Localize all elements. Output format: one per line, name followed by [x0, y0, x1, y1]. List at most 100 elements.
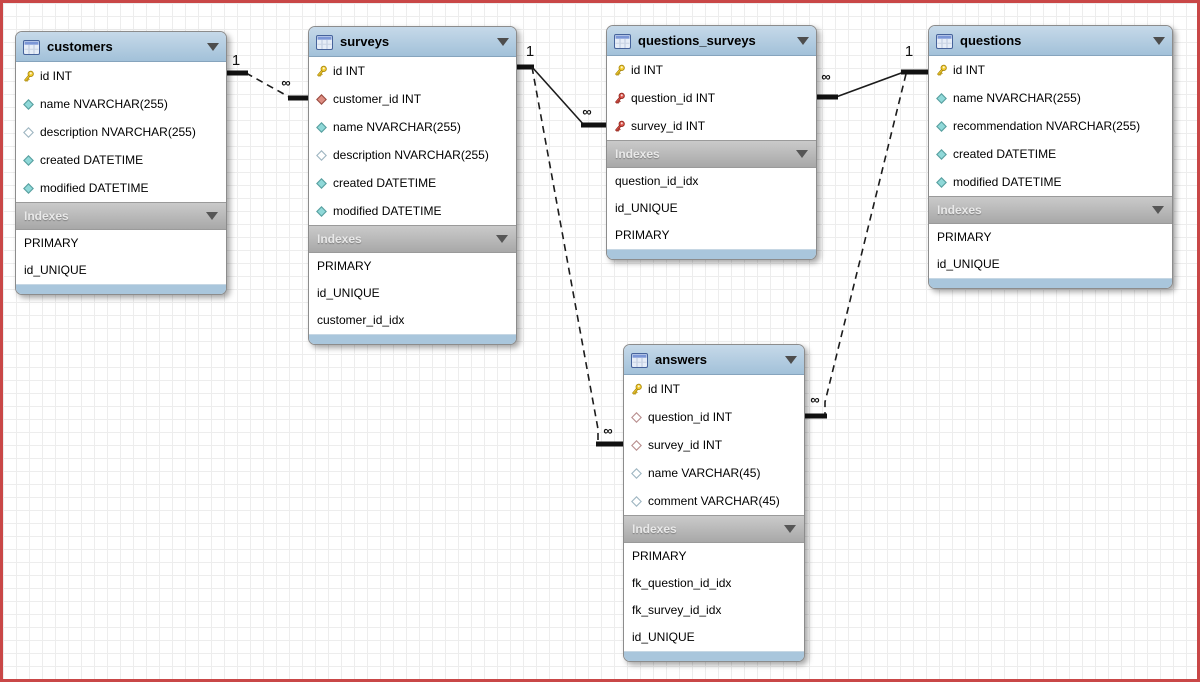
column-row[interactable]: comment VARCHAR(45) [624, 487, 804, 515]
indexes-header[interactable]: Indexes [624, 515, 804, 543]
table-header[interactable]: surveys [309, 27, 516, 57]
collapse-arrow-icon[interactable] [784, 525, 796, 533]
cardinality-label: ∞ [281, 75, 290, 90]
collapse-arrow-icon[interactable] [496, 235, 508, 243]
column-text: modified DATETIME [333, 204, 442, 218]
column-notnull-icon [22, 98, 35, 111]
column-row[interactable]: created DATETIME [16, 146, 226, 174]
collapse-arrow-icon[interactable] [206, 212, 218, 220]
relationship-line[interactable] [835, 71, 905, 98]
column-text: name NVARCHAR(255) [953, 91, 1081, 105]
column-row[interactable]: question_id INT [607, 84, 816, 112]
relationship-questions-answers[interactable]: ∞ [801, 73, 907, 419]
column-row[interactable]: created DATETIME [309, 169, 516, 197]
cardinality-label: ∞ [810, 392, 819, 407]
column-row[interactable]: name NVARCHAR(255) [929, 84, 1172, 112]
index-row[interactable]: id_UNIQUE [624, 624, 804, 651]
indexes-label: Indexes [317, 232, 362, 246]
column-row[interactable]: id INT [929, 56, 1172, 84]
relationship-surveys-questions_surveys[interactable]: 1∞ [514, 43, 607, 128]
index-row[interactable]: PRIMARY [624, 543, 804, 570]
column-row[interactable]: description NVARCHAR(255) [16, 118, 226, 146]
collapse-arrow-icon[interactable] [796, 150, 808, 158]
table-title: questions [960, 33, 1022, 48]
table-icon [936, 33, 953, 49]
key-primary-icon [613, 64, 626, 77]
column-text: customer_id INT [333, 92, 422, 106]
table-header[interactable]: questions [929, 26, 1172, 56]
column-notnull-icon [935, 92, 948, 105]
column-row[interactable]: survey_id INT [624, 431, 804, 459]
column-row[interactable]: question_id INT [624, 403, 804, 431]
index-row[interactable]: PRIMARY [929, 224, 1172, 251]
relationship-line[interactable] [531, 66, 599, 444]
table-title: customers [47, 39, 113, 54]
index-row[interactable]: id_UNIQUE [929, 251, 1172, 278]
table-questions[interactable]: questions id INT name NVARCHAR(255) recomme… [928, 25, 1173, 289]
column-text: id INT [333, 64, 366, 78]
column-row[interactable]: modified DATETIME [309, 197, 516, 225]
column-text: recommendation NVARCHAR(255) [953, 119, 1141, 133]
collapse-arrow-icon[interactable] [1153, 36, 1165, 45]
relationship-line[interactable] [531, 66, 585, 126]
relationship-line[interactable] [824, 73, 907, 416]
indexes-header[interactable]: Indexes [16, 202, 226, 230]
indexes-header[interactable]: Indexes [607, 140, 816, 168]
column-row[interactable]: recommendation NVARCHAR(255) [929, 112, 1172, 140]
collapse-arrow-icon[interactable] [785, 355, 797, 364]
column-text: id INT [40, 69, 73, 83]
cardinality-label: ∞ [582, 104, 591, 119]
index-row[interactable]: fk_survey_id_idx [624, 597, 804, 624]
column-row[interactable]: survey_id INT [607, 112, 816, 140]
key-primary-icon [22, 70, 35, 83]
column-nullable-icon [22, 126, 35, 139]
column-nullable-icon [630, 467, 643, 480]
table-customers[interactable]: customers id INT name NVARCHAR(255)descrip… [15, 31, 227, 295]
cardinality-label: 1 [526, 43, 534, 60]
column-row[interactable]: created DATETIME [929, 140, 1172, 168]
index-row[interactable]: customer_id_idx [309, 307, 516, 334]
table-header[interactable]: customers [16, 32, 226, 62]
table-surveys[interactable]: surveys id INT customer_id INT name NVARCHA… [308, 26, 517, 345]
index-row[interactable]: question_id_idx [607, 168, 816, 195]
collapse-arrow-icon[interactable] [1152, 206, 1164, 214]
table-header[interactable]: questions_surveys [607, 26, 816, 56]
collapse-arrow-icon[interactable] [497, 37, 509, 46]
column-row[interactable]: id INT [16, 62, 226, 90]
column-row[interactable]: name VARCHAR(45) [624, 459, 804, 487]
column-row[interactable]: modified DATETIME [929, 168, 1172, 196]
column-notnull-icon [315, 177, 328, 190]
relationship-customers-surveys[interactable]: 1∞ [224, 52, 309, 101]
column-text: modified DATETIME [40, 181, 149, 195]
key-primary-icon [630, 383, 643, 396]
indexes-header[interactable]: Indexes [309, 225, 516, 253]
collapse-arrow-icon[interactable] [797, 36, 809, 45]
column-row[interactable]: modified DATETIME [16, 174, 226, 202]
index-row[interactable]: id_UNIQUE [607, 195, 816, 222]
column-row[interactable]: id INT [607, 56, 816, 84]
index-row[interactable]: PRIMARY [309, 253, 516, 280]
column-row[interactable]: id INT [624, 375, 804, 403]
collapse-arrow-icon[interactable] [207, 42, 219, 51]
relationship-surveys-answers[interactable]: ∞ [531, 66, 624, 447]
relationship-line[interactable] [245, 72, 292, 99]
table-footer [309, 334, 516, 344]
table-footer [929, 278, 1172, 288]
index-row[interactable]: id_UNIQUE [16, 257, 226, 284]
indexes-label: Indexes [937, 203, 982, 217]
indexes-header[interactable]: Indexes [929, 196, 1172, 224]
index-row[interactable]: PRIMARY [16, 230, 226, 257]
index-row[interactable]: id_UNIQUE [309, 280, 516, 307]
index-row[interactable]: fk_question_id_idx [624, 570, 804, 597]
column-row[interactable]: description NVARCHAR(255) [309, 141, 516, 169]
column-row[interactable]: name NVARCHAR(255) [16, 90, 226, 118]
column-row[interactable]: name NVARCHAR(255) [309, 113, 516, 141]
index-row[interactable]: PRIMARY [607, 222, 816, 249]
table-header[interactable]: answers [624, 345, 804, 375]
column-text: created DATETIME [953, 147, 1057, 161]
column-row[interactable]: id INT [309, 57, 516, 85]
column-row[interactable]: customer_id INT [309, 85, 516, 113]
relationship-questions_surveys-questions[interactable]: ∞1 [814, 43, 929, 100]
